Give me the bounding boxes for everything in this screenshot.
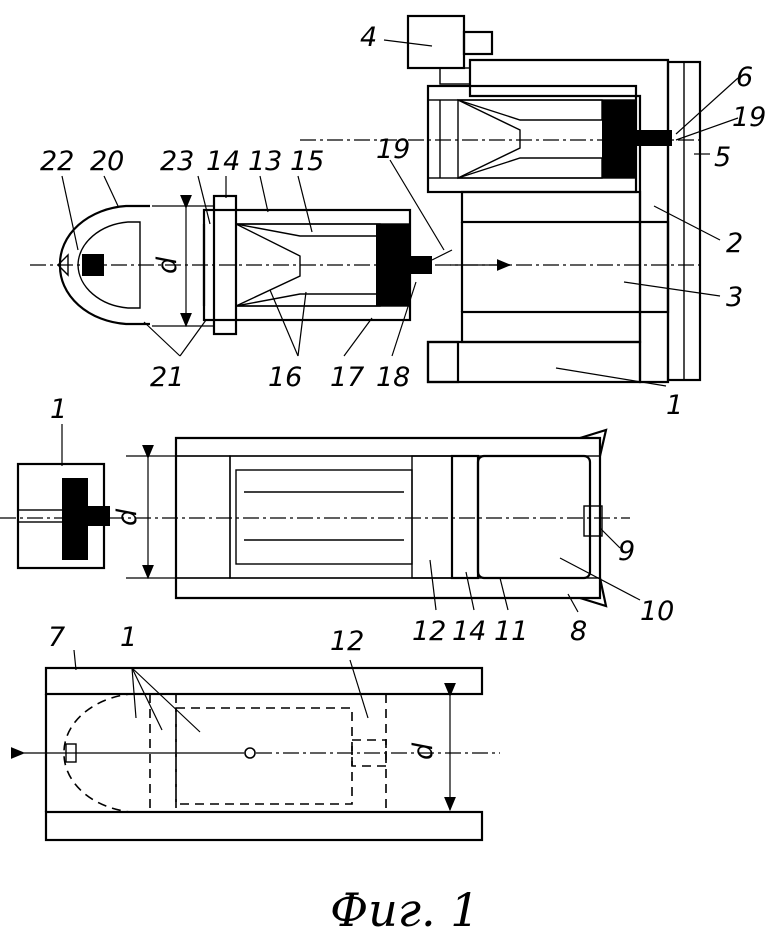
label-1-middle: 1	[50, 394, 67, 425]
figure-caption: Фиг. 1	[330, 883, 480, 937]
label-19-left: 19	[376, 134, 410, 165]
label-8: 8	[570, 616, 587, 647]
part-labels-top: 22 20 23 14 13 15 19 4 6 19 5 2 3 21 16 …	[40, 22, 766, 421]
detonator-box	[406, 14, 494, 85]
label-17: 17	[330, 362, 364, 393]
leader-lines-middle	[61, 424, 641, 613]
leader-lines-bottom	[73, 649, 369, 733]
label-22: 21	[150, 362, 184, 393]
label-5: 5	[714, 142, 731, 173]
label-12-bottom: 12	[330, 626, 364, 657]
label-14-middle: 14	[452, 616, 486, 647]
label-2: 2	[726, 228, 743, 259]
label-6: 6	[736, 62, 753, 93]
middle-section-view: 1 9 10 11 8 12 14 d	[0, 394, 674, 647]
label-1-top: 1	[666, 390, 683, 421]
fragment-left	[16, 462, 110, 570]
barrel-wall-top	[44, 666, 484, 696]
dimension-d-top	[152, 194, 214, 328]
part-labels-middle: 1 9 10 11 8 12 14 d	[50, 394, 674, 647]
label-13: 13	[248, 146, 282, 177]
top-assembly-view: 22 20 23 14 13 15 19 4 6 19 5 2 3 21 16 …	[30, 14, 766, 421]
label-20: 20	[90, 146, 124, 177]
label-9: 9	[618, 536, 635, 567]
label-16: 16	[268, 362, 302, 393]
label-14-top: 14	[206, 146, 240, 177]
dim-d-top: d	[152, 256, 183, 274]
label-21: 22	[40, 146, 74, 177]
inner-charge	[229, 454, 603, 580]
part-labels-bottom: 7 1 12 d	[48, 622, 439, 760]
label-3: 3	[726, 282, 743, 313]
label-19-right: 19	[732, 102, 766, 133]
label-1-bottom: 1	[120, 622, 137, 653]
label-15: 15	[290, 146, 324, 177]
label-18: 18	[376, 362, 410, 393]
upper-charge-cartridge	[426, 84, 672, 194]
barrel-wall-bottom	[44, 810, 484, 842]
label-10: 10	[640, 596, 674, 627]
label-4: 4	[360, 22, 377, 53]
bottom-barrel-view: 7 1 12 d	[10, 622, 500, 842]
dim-d-bottom: d	[408, 742, 439, 760]
label-7: 7	[48, 622, 65, 653]
label-11: 11	[494, 616, 528, 647]
leader-lines-top	[61, 39, 739, 387]
label-12-middle: 12	[412, 616, 446, 647]
dim-d-middle: d	[112, 508, 143, 526]
label-23: 23	[160, 146, 194, 177]
